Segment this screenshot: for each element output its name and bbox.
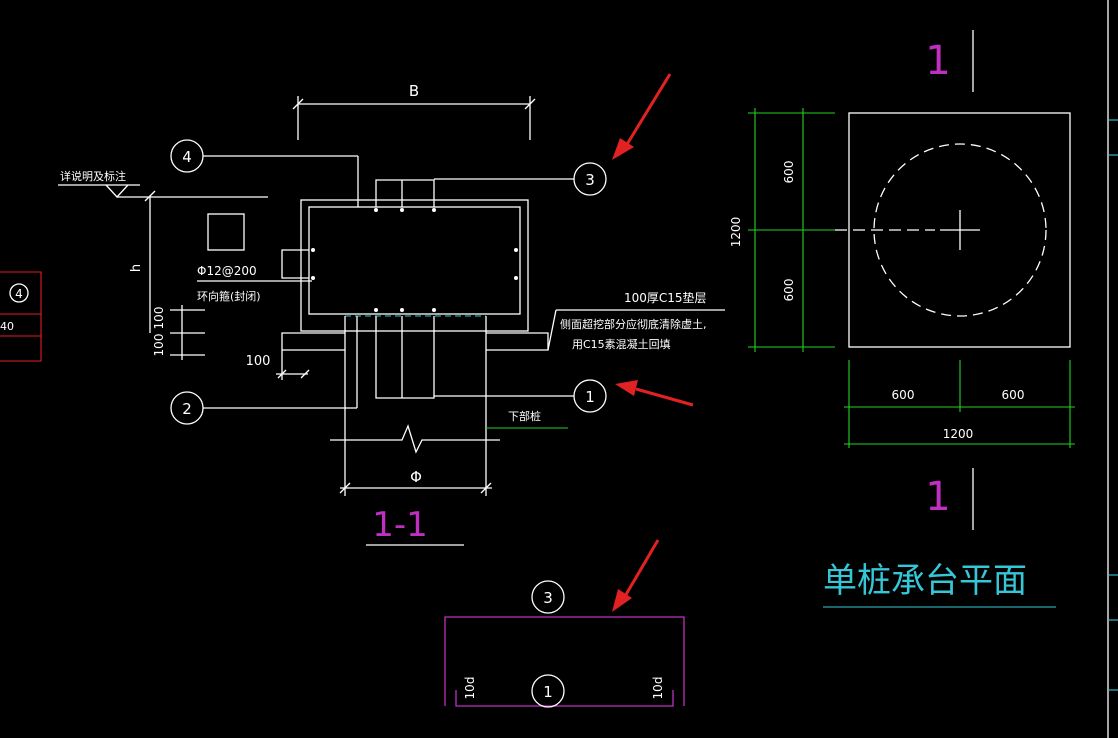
pile-cap-plan: 1 1 1200 600 600 600 600 1200 单桩承台平面 bbox=[729, 30, 1075, 608]
marker-2-label: 2 bbox=[182, 400, 192, 418]
plan-dim-bottom: 600 bbox=[782, 279, 796, 302]
backfill-note-2: 用C15素混凝土回填 bbox=[572, 337, 671, 351]
cushion-note: 100厚C15垫层 bbox=[624, 290, 707, 305]
annotation-arrows bbox=[612, 73, 694, 612]
marker-1-label: 1 bbox=[585, 388, 595, 406]
stirrup-note: 环向箍(封闭) bbox=[197, 289, 261, 303]
red-arrow-1 bbox=[612, 73, 672, 160]
marker-1 bbox=[573, 379, 607, 413]
dim-100-b: 100 bbox=[152, 334, 166, 357]
detail-left-label: 10d bbox=[463, 677, 477, 700]
plan-dim-top: 600 bbox=[782, 161, 796, 184]
rebar-detail: 3 1 10d 10d bbox=[444, 580, 685, 708]
backfill-note-1: 侧面超挖部分应彻底清除虚土, bbox=[560, 317, 707, 331]
plan-dim-total-h: 1200 bbox=[943, 427, 974, 441]
marker-3-label: 3 bbox=[585, 171, 595, 189]
left-fragment-marker-label: 4 bbox=[15, 287, 23, 301]
left-fragment-marker bbox=[9, 283, 29, 303]
elevation-note: 详说明及标注 bbox=[60, 169, 126, 183]
stirrup-spec: Φ12@200 bbox=[197, 264, 257, 278]
right-edge-fragment bbox=[1107, 0, 1118, 738]
red-arrow-3 bbox=[612, 539, 660, 612]
detail-marker-1-label: 1 bbox=[543, 683, 553, 701]
plan-title: 单桩承台平面 bbox=[823, 561, 1027, 601]
dim-100-a: 100 bbox=[152, 307, 166, 330]
plan-dim-left: 600 bbox=[892, 388, 915, 402]
marker-3 bbox=[573, 162, 607, 196]
detail-marker-3 bbox=[531, 580, 565, 614]
left-fragment-text: 40 bbox=[0, 320, 14, 333]
plan-dim-total-v: 1200 bbox=[729, 217, 743, 248]
marker-2 bbox=[170, 391, 204, 425]
plan-dim-right: 600 bbox=[1002, 388, 1025, 402]
section-title: 1-1 bbox=[372, 505, 428, 545]
dim-phi-label: Φ bbox=[410, 468, 422, 486]
dim-h-label: h bbox=[129, 264, 144, 272]
detail-right-label: 10d bbox=[651, 677, 665, 700]
dim-b-label: B bbox=[409, 82, 419, 100]
left-table-fragment: 4 40 bbox=[0, 271, 42, 362]
marker-4 bbox=[170, 139, 204, 173]
plan-section-mark-top: 1 bbox=[925, 38, 950, 84]
red-arrow-2 bbox=[615, 380, 694, 407]
detail-marker-3-label: 3 bbox=[543, 589, 553, 607]
marker-4-label: 4 bbox=[182, 148, 192, 166]
section-1-1: B 详说明及标注 h 100 100 Φ12@200 环向箍(封闭) bbox=[58, 82, 725, 546]
pile-note: 下部桩 bbox=[508, 409, 541, 423]
dim-100-c: 100 bbox=[246, 354, 271, 369]
plan-section-mark-bottom: 1 bbox=[925, 474, 950, 520]
detail-marker-1 bbox=[531, 674, 565, 708]
